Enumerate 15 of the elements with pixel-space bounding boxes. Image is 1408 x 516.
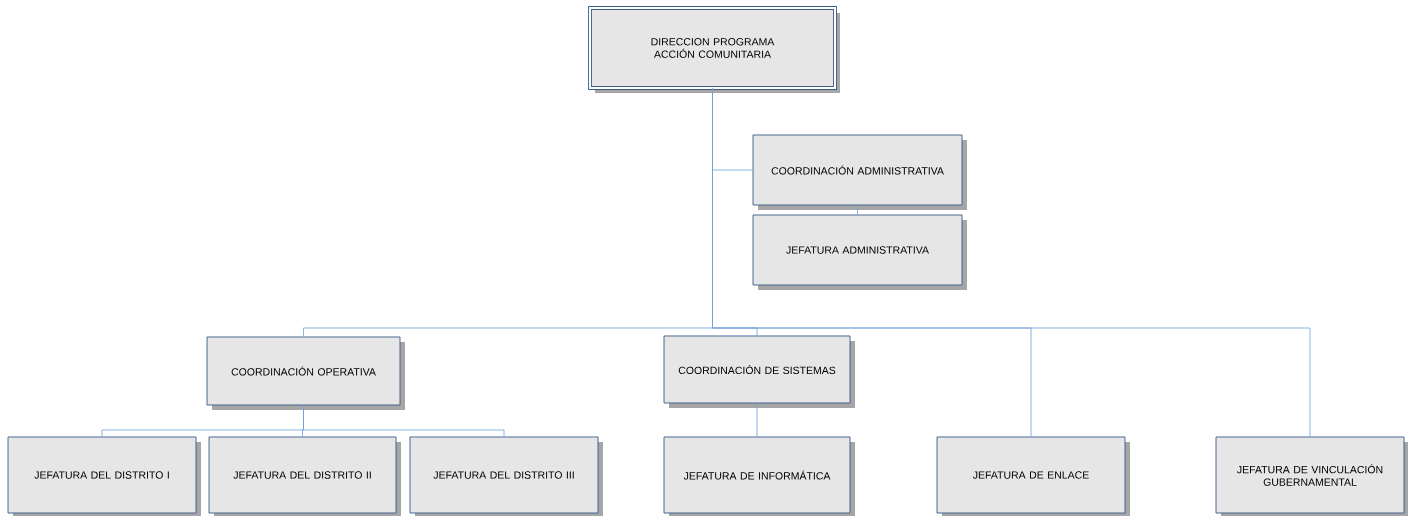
org-box: JEFATURA DE INFORMÁTICA [663,436,855,516]
org-box: DIRECCION PROGRAMA ACCIÓN COMUNITARIA [588,6,840,93]
connector-line [857,205,858,215]
connector-line [712,88,1311,437]
org-box: JEFATURA DEL DISTRITO I [7,436,201,516]
org-box: COORDINACIÓN DE SISTEMAS [663,335,855,408]
org-box: JEFATURA DEL DISTRITO II [208,436,401,516]
org-box: JEFATURA DE ENLACE [936,436,1130,516]
connector-line [303,405,505,437]
org-box: COORDINACIÓN OPERATIVA [206,336,405,410]
org-box: JEFATURA DE VINCULACIÓN GUBERNAMENTAL [1215,436,1408,516]
connector-line [756,403,758,437]
org-box: JEFATURA DEL DISTRITO III [409,436,603,516]
org-box: COORDINACIÓN ADMINISTRATIVA [752,134,967,210]
org-box: JEFATURA ADMINISTRATIVA [752,214,967,290]
